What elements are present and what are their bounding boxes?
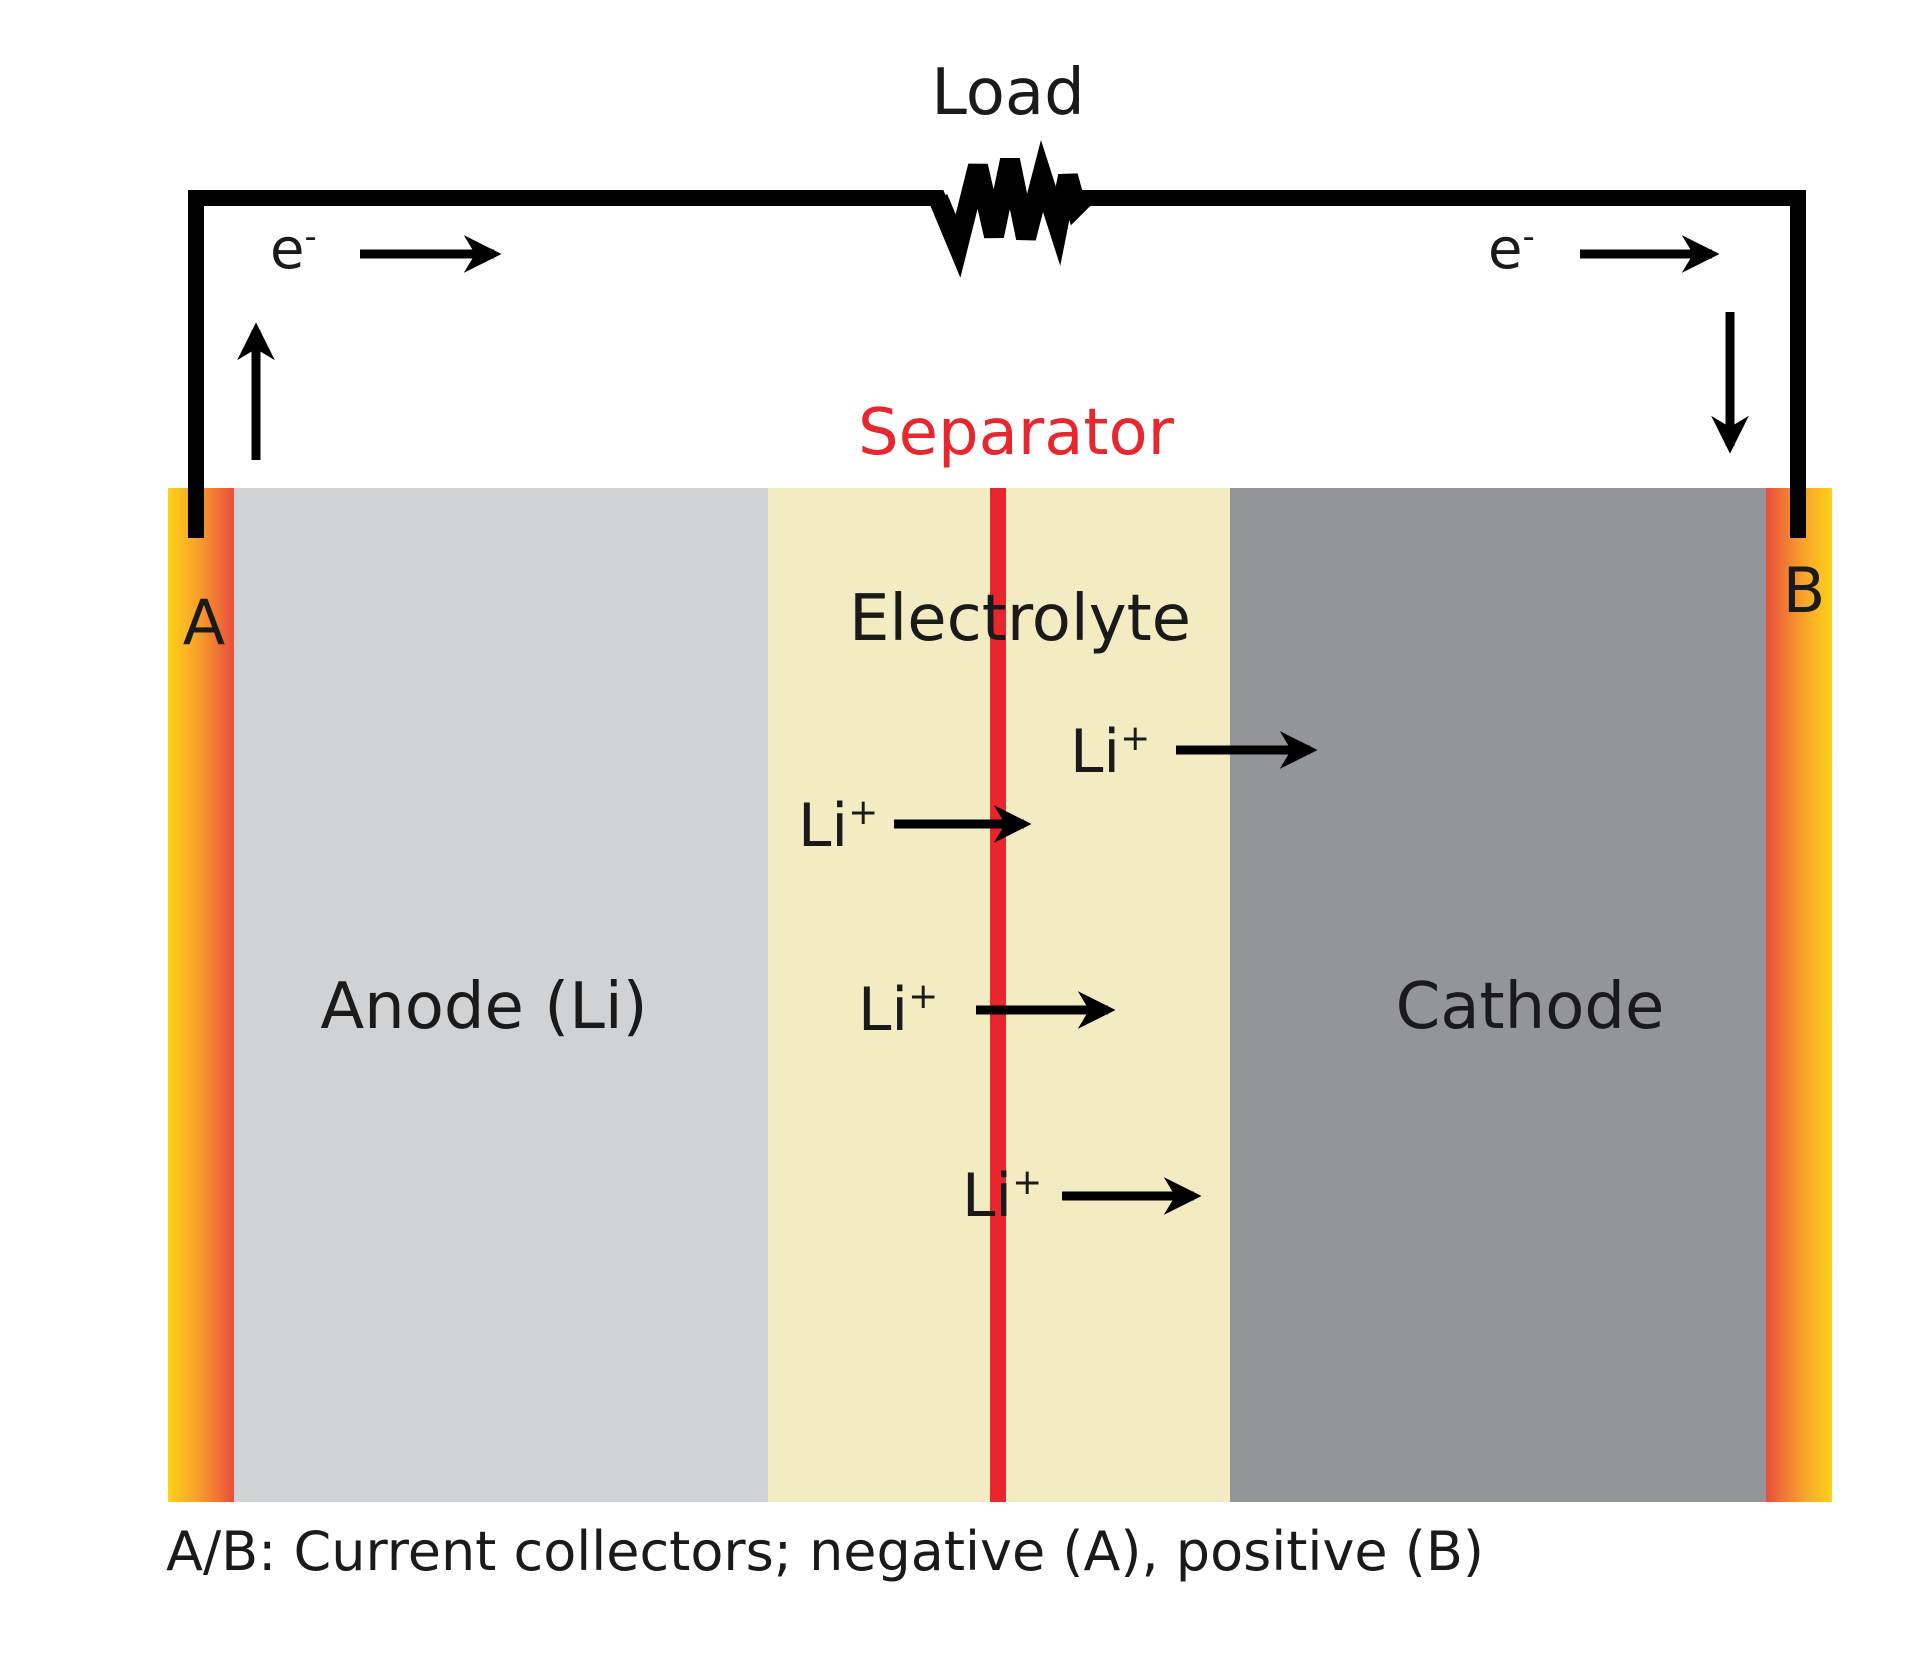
ion-label: Li+ [798, 791, 878, 861]
ion-label: Li+ [858, 975, 938, 1045]
separator-line [990, 488, 1006, 1502]
cathode-region [1230, 488, 1766, 1502]
electron-label: e- [270, 217, 317, 282]
collector-b-label: B [1783, 554, 1826, 627]
electron-label: e- [1488, 217, 1535, 282]
anode-label: Anode (Li) [320, 970, 647, 1044]
collector-a [168, 488, 234, 1502]
cathode-label: Cathode [1396, 970, 1665, 1044]
resistor-icon [928, 139, 1092, 278]
ion-label: Li+ [962, 1161, 1042, 1231]
caption: A/B: Current collectors; negative (A), p… [166, 1520, 1484, 1583]
load-label: Load [931, 56, 1085, 130]
electrolyte-label: Electrolyte [849, 582, 1191, 656]
collector-a-label: A [183, 586, 225, 659]
anode-region [234, 488, 768, 1502]
ion-label: Li+ [1070, 717, 1150, 787]
collector-b [1766, 488, 1832, 1502]
separator-label: Separator [858, 396, 1175, 470]
